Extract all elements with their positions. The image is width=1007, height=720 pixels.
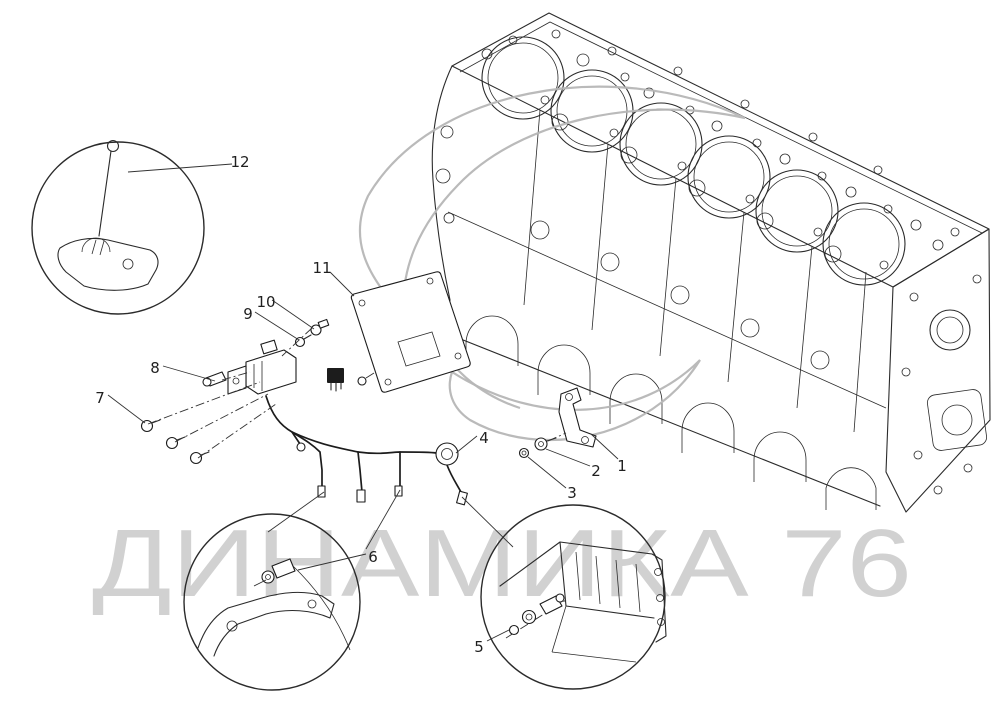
bracket-assembly bbox=[518, 387, 597, 459]
solenoid-valve bbox=[227, 339, 297, 395]
connector-8 bbox=[202, 371, 227, 387]
callout-10-label: 10 bbox=[256, 293, 275, 311]
sensor-6 bbox=[271, 558, 296, 579]
callout-11-label: 11 bbox=[312, 259, 331, 277]
callout-5-label: 5 bbox=[474, 638, 484, 656]
callout-3-label: 3 bbox=[567, 484, 577, 502]
callout-4-label: 4 bbox=[479, 429, 489, 447]
washer-5 bbox=[508, 624, 520, 636]
side-ribs bbox=[447, 109, 887, 433]
mounting-plate bbox=[350, 271, 471, 393]
rear-end-face bbox=[885, 228, 991, 513]
fitting-10 bbox=[310, 318, 330, 336]
callout-1-label: 1 bbox=[617, 457, 627, 475]
assembly-axis-lines bbox=[147, 327, 567, 459]
detail-inset-block-sensor bbox=[480, 504, 667, 690]
fitting-9 bbox=[294, 334, 312, 348]
nut-5 bbox=[521, 609, 537, 625]
watermark-text: ДИНАМИКА 76 bbox=[92, 510, 912, 617]
deck-bolt-holes bbox=[481, 29, 960, 270]
callout-6-label: 6 bbox=[368, 548, 378, 566]
callout-labels: 1 2 3 4 5 6 7 8 9 10 11 12 bbox=[95, 153, 627, 656]
plate-bolt bbox=[357, 376, 367, 386]
cylinder-bores bbox=[481, 36, 906, 286]
crankcase-arches bbox=[442, 315, 881, 510]
bolts-7 bbox=[140, 419, 210, 465]
callout-8-label: 8 bbox=[150, 359, 160, 377]
callout-2-label: 2 bbox=[591, 462, 601, 480]
wiring-harness-assembly bbox=[140, 318, 468, 506]
harness-wires bbox=[265, 395, 468, 506]
washer-3 bbox=[518, 447, 530, 459]
watermark-swoosh-logo bbox=[358, 85, 746, 442]
sensor-4 bbox=[435, 442, 459, 466]
relay-connector bbox=[327, 368, 344, 392]
callout-7-label: 7 bbox=[95, 389, 105, 407]
bolt-2 bbox=[534, 437, 548, 451]
callout-12-label: 12 bbox=[230, 153, 249, 171]
detail-inset-bracket-sensor bbox=[183, 513, 361, 691]
detail-inset-dipstick bbox=[31, 139, 205, 315]
callout-9-label: 9 bbox=[243, 305, 253, 323]
dipstick-handle bbox=[106, 139, 120, 153]
